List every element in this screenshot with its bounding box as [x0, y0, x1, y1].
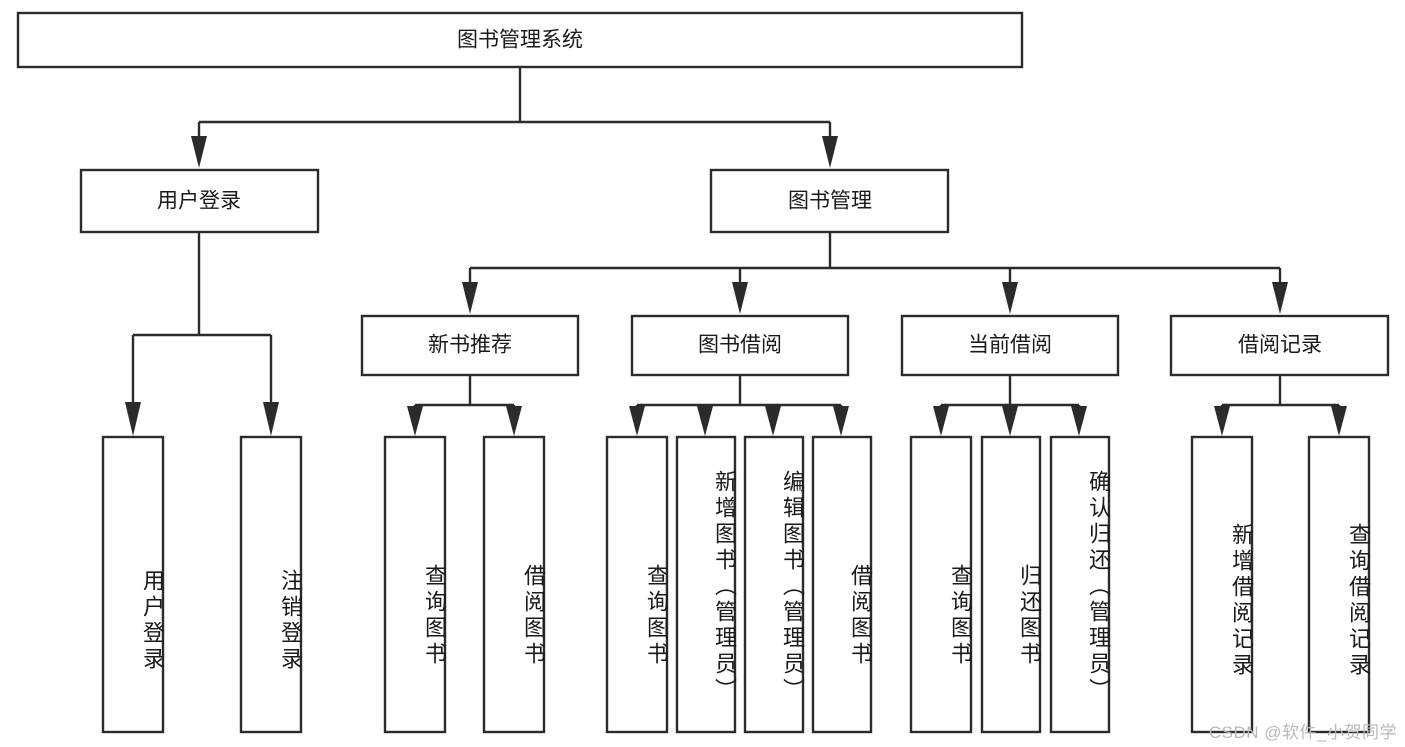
node-leaf-return-book-box[interactable]: [980, 435, 1042, 734]
arrowhead-leaf-add-book: [697, 406, 713, 436]
watermark: CSDN @软件_小贺同学: [1208, 723, 1397, 742]
node-leaf-add-record-box[interactable]: [1190, 435, 1254, 734]
node-book-management-box[interactable]: [709, 168, 950, 234]
arrowhead-leaf-query-book-3: [933, 406, 949, 436]
node-leaf-borrow-book-1-box[interactable]: [482, 435, 546, 734]
arrowhead-leaf-borrow-book-1: [506, 406, 522, 436]
node-book-borrow[interactable]: 图书借阅: [630, 314, 850, 377]
node-new-book-recommend[interactable]: 新书推荐: [360, 314, 580, 377]
arrowhead-leaf-borrow-book-2: [833, 406, 849, 436]
node-leaf-edit-book-box[interactable]: [743, 435, 805, 734]
node-leaf-query-book-1-box[interactable]: [383, 435, 447, 734]
node-current-borrow-label: 当前借阅: [968, 334, 1052, 357]
node-book-management[interactable]: 图书管理: [709, 168, 950, 234]
leaf-boxes: [101, 435, 1371, 734]
arrowhead-leaf-query-book-1: [407, 406, 423, 436]
arrowhead-leaf-query-book-2: [629, 406, 645, 436]
node-user-login-label: 用户登录: [157, 190, 241, 213]
arrowhead-user-login: [191, 136, 207, 168]
node-leaf-confirm-return-box[interactable]: [1049, 435, 1111, 734]
node-leaf-borrow-book-2-box[interactable]: [811, 435, 873, 734]
arrowhead-bookborrow: [732, 282, 748, 314]
node-leaf-add-book-box[interactable]: [675, 435, 737, 734]
node-book-borrow-label: 图书借阅: [698, 334, 782, 357]
arrowhead-leaf-add-record: [1214, 406, 1230, 436]
node-borrow-record[interactable]: 借阅记录: [1169, 314, 1390, 377]
connector-userlogin-to-leaves: [125, 232, 279, 436]
node-user-login[interactable]: 用户登录: [79, 168, 320, 234]
connector-bookborrow-to-leaves: [629, 375, 849, 436]
connector-newbook-to-leaves: [407, 375, 522, 436]
node-root-box[interactable]: [16, 11, 1024, 69]
node-leaf-query-book-2-box[interactable]: [605, 435, 669, 734]
arrowhead-leaf-user-login: [125, 402, 141, 436]
arrowhead-leaf-return-book: [1002, 406, 1018, 436]
node-book-borrow-box[interactable]: [630, 314, 850, 377]
node-root-label: 图书管理系统: [457, 29, 583, 52]
node-book-management-label: 图书管理: [788, 190, 872, 213]
connector-currentborrow-to-leaves: [933, 375, 1087, 436]
arrowhead-book-management: [822, 136, 838, 168]
node-borrow-record-label: 借阅记录: [1238, 334, 1322, 357]
arrowhead-borrowrecord: [1272, 282, 1288, 314]
node-leaf-query-book-3-box[interactable]: [909, 435, 973, 734]
arrowhead-leaf-logout: [263, 402, 279, 436]
node-current-borrow-box[interactable]: [900, 314, 1120, 377]
arrowhead-currentborrow: [1002, 282, 1018, 314]
node-root[interactable]: 图书管理系统: [16, 11, 1024, 69]
node-leaf-query-record-box[interactable]: [1307, 435, 1371, 734]
node-new-book-recommend-box[interactable]: [360, 314, 580, 377]
connector-bookmgmt-to-level3: [462, 232, 1288, 314]
arrowhead-leaf-query-record: [1331, 406, 1347, 436]
arrowhead-newbook: [462, 282, 478, 314]
connector-root-to-level2: [191, 67, 838, 168]
node-new-book-recommend-label: 新书推荐: [428, 334, 512, 357]
connector-borrowrecord-to-leaves: [1214, 375, 1347, 436]
node-borrow-record-box[interactable]: [1169, 314, 1390, 377]
node-current-borrow[interactable]: 当前借阅: [900, 314, 1120, 377]
node-leaf-user-login-box[interactable]: [101, 435, 165, 734]
node-user-login-box[interactable]: [79, 168, 320, 234]
node-leaf-logout-box[interactable]: [239, 435, 303, 734]
arrowhead-leaf-confirm-return: [1071, 406, 1087, 436]
arrowhead-leaf-edit-book: [765, 406, 781, 436]
